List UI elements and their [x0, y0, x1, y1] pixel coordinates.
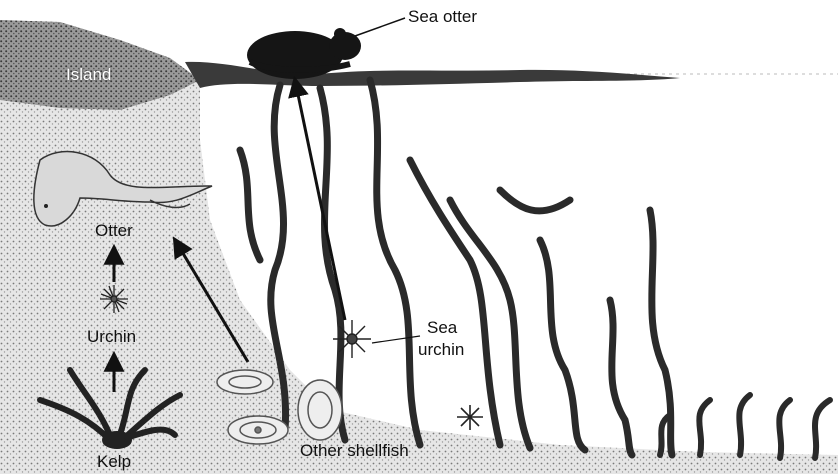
sea-floor	[280, 400, 838, 474]
sea-otter-pointer	[355, 18, 405, 36]
urchin-icon	[100, 285, 128, 313]
label-otter: Otter	[95, 222, 133, 239]
arrow-urchin-to-sea-otter	[295, 80, 345, 320]
label-urchin: Urchin	[87, 328, 136, 345]
kelp-fronds-floor	[660, 395, 830, 458]
small-urchin-floor	[457, 405, 483, 430]
sea-otter-floating	[247, 28, 361, 79]
label-other-shellfish: Other shellfish	[300, 442, 409, 459]
label-sea-urchin-line2: urchin	[418, 341, 464, 358]
sea-urchin-pointer	[372, 336, 420, 343]
label-sea-urchin-line1: Sea	[427, 319, 457, 336]
label-kelp: Kelp	[97, 453, 131, 470]
label-island: Island	[66, 66, 111, 83]
label-sea-otter: Sea otter	[408, 8, 477, 25]
